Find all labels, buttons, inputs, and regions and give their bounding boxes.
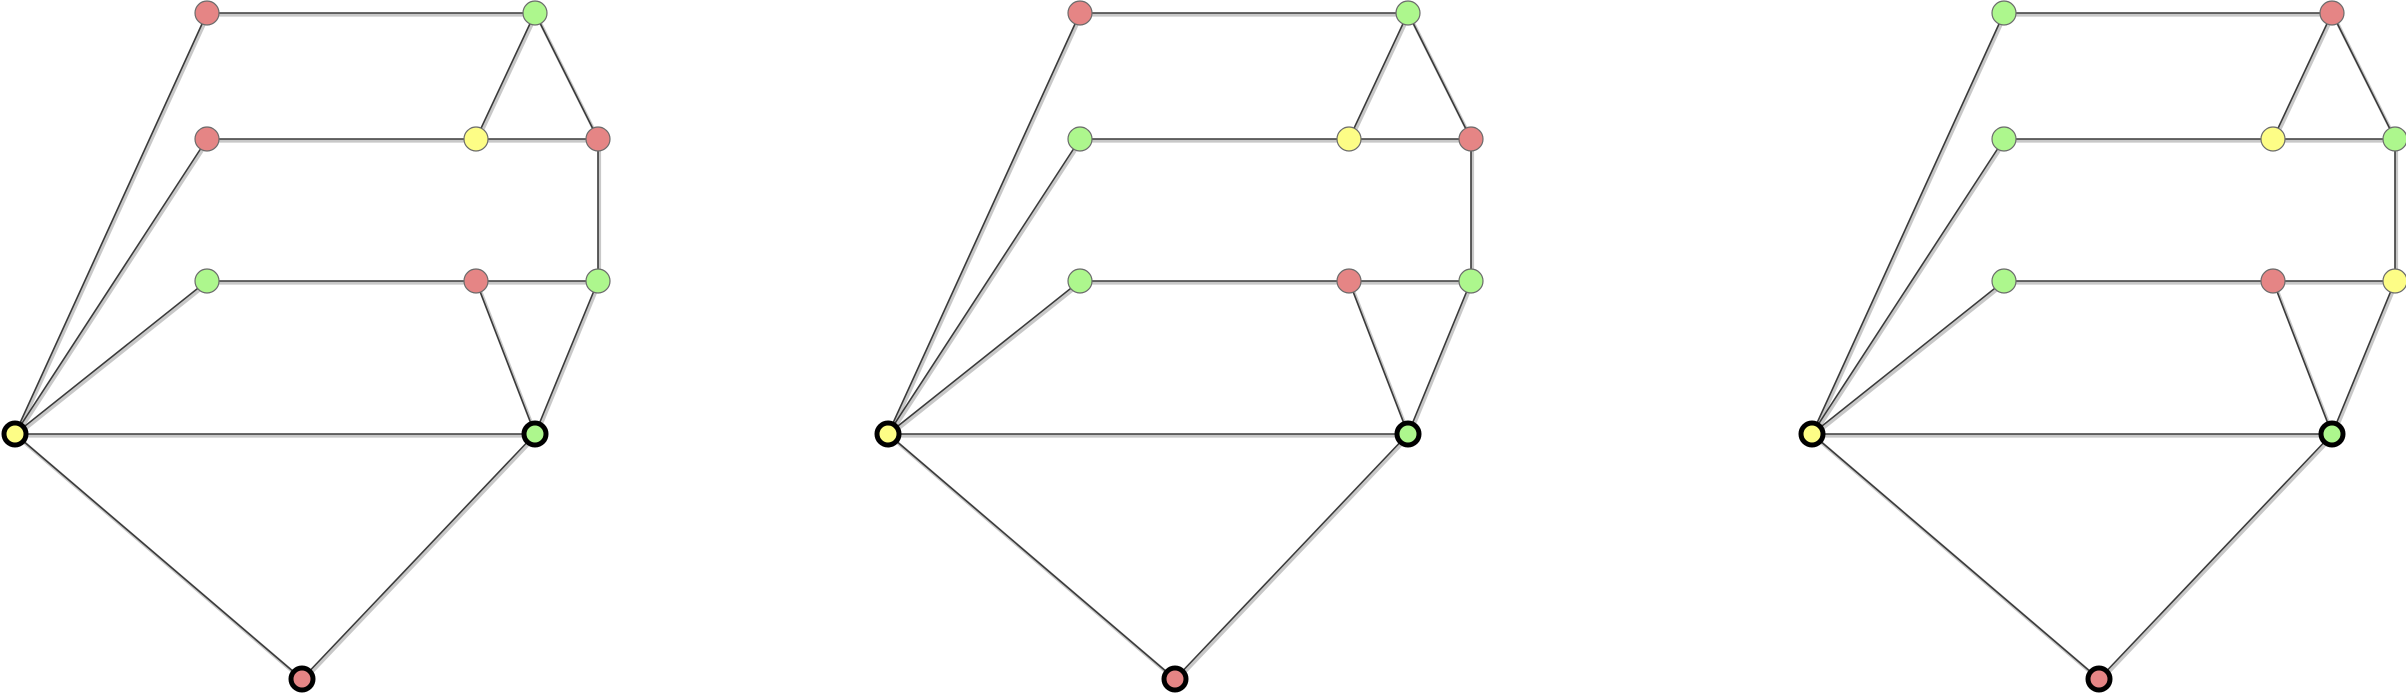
node-c1 xyxy=(1991,268,2017,294)
edge-a2-b3 xyxy=(2331,12,2396,140)
edge-t1-b1 xyxy=(14,138,208,435)
terminal-node-t2 xyxy=(2318,420,2346,448)
edge-a2-b2 xyxy=(2272,12,2333,140)
terminal-node-t2 xyxy=(521,420,549,448)
edge-shadow xyxy=(476,14,538,142)
edge-c3-t2 xyxy=(2331,280,2396,435)
edge-t1-a1 xyxy=(14,12,208,435)
edge-shadow xyxy=(1349,14,1411,142)
edge-t1-c1 xyxy=(887,280,1081,435)
node-c2 xyxy=(463,268,489,294)
edge-c2-t2 xyxy=(1348,280,1409,435)
edge-shadow xyxy=(888,281,1083,438)
node-c3 xyxy=(1458,268,1484,294)
node-c1 xyxy=(1067,268,1093,294)
edge-shadow xyxy=(1812,14,2007,437)
edge-a2-b2 xyxy=(1348,12,1409,140)
edge-t2-t3 xyxy=(1174,433,1409,680)
edge-shadow xyxy=(1175,434,1411,683)
edge-a2-b3 xyxy=(534,12,599,140)
edge-t1-b1 xyxy=(1811,138,2005,435)
node-b2 xyxy=(2260,126,2286,152)
node-c3 xyxy=(2382,268,2406,294)
edge-t1-b1 xyxy=(887,138,1081,435)
edge-t1-a1 xyxy=(887,12,1081,435)
node-b3 xyxy=(585,126,611,152)
edge-a2-b2 xyxy=(475,12,536,140)
edge-c3-t2 xyxy=(534,280,599,435)
terminal-node-t3 xyxy=(288,665,316,693)
edge-shadow xyxy=(15,14,210,437)
edge-c3-t2 xyxy=(1407,280,1472,435)
edge-shadow xyxy=(1812,140,2007,437)
edge-t1-c1 xyxy=(14,280,208,435)
edge-c2-t2 xyxy=(2272,280,2333,435)
node-b1 xyxy=(194,126,220,152)
node-c1 xyxy=(194,268,220,294)
edge-shadow xyxy=(2099,434,2335,683)
node-b3 xyxy=(1458,126,1484,152)
terminal-node-t3 xyxy=(2085,665,2113,693)
node-c2 xyxy=(1336,268,1362,294)
edge-shadow xyxy=(15,281,210,438)
edge-shadow xyxy=(2332,282,2398,437)
panel-coloring-3 xyxy=(1798,0,2406,693)
panel-coloring-1 xyxy=(1,0,611,693)
edge-t2-t3 xyxy=(2098,433,2333,680)
node-b1 xyxy=(1991,126,2017,152)
node-a2 xyxy=(2319,0,2345,26)
node-b2 xyxy=(1336,126,1362,152)
edge-shadow xyxy=(15,140,210,437)
edge-shadow xyxy=(1408,282,1474,437)
edge-a2-b3 xyxy=(1407,12,1472,140)
terminal-node-t1 xyxy=(1,420,29,448)
edge-shadow xyxy=(1812,281,2007,438)
panel-coloring-2 xyxy=(874,0,1484,693)
node-a2 xyxy=(522,0,548,26)
terminal-node-t1 xyxy=(1798,420,1826,448)
edge-t1-t3 xyxy=(1811,433,2100,680)
node-b1 xyxy=(1067,126,1093,152)
edge-t1-t3 xyxy=(14,433,303,680)
node-a1 xyxy=(1991,0,2017,26)
edge-shadow xyxy=(2273,14,2335,142)
edge-t1-c1 xyxy=(1811,280,2005,435)
node-a2 xyxy=(1395,0,1421,26)
node-c3 xyxy=(585,268,611,294)
node-b3 xyxy=(2382,126,2406,152)
edge-shadow xyxy=(888,14,1083,437)
edge-t1-a1 xyxy=(1811,12,2005,435)
node-a1 xyxy=(194,0,220,26)
node-a1 xyxy=(1067,0,1093,26)
edge-shadow xyxy=(535,282,601,437)
edge-t1-t3 xyxy=(887,433,1176,680)
edge-shadow xyxy=(302,434,538,683)
edge-shadow xyxy=(888,140,1083,437)
terminal-node-t3 xyxy=(1161,665,1189,693)
edge-t2-t3 xyxy=(301,433,536,680)
node-c2 xyxy=(2260,268,2286,294)
edge-c2-t2 xyxy=(475,280,536,435)
node-b2 xyxy=(463,126,489,152)
terminal-node-t2 xyxy=(1394,420,1422,448)
terminal-node-t1 xyxy=(874,420,902,448)
